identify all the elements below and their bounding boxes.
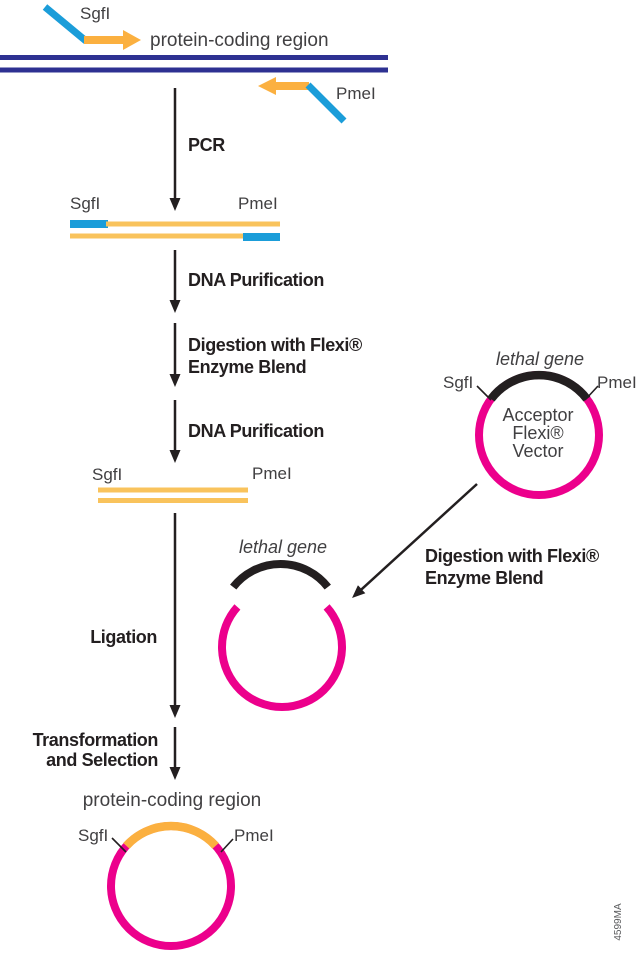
transformation-step-label-line2: and Selection bbox=[46, 750, 158, 770]
acceptor-sgfi-tick bbox=[476, 385, 492, 401]
digested-insert-pmei-label: PmeI bbox=[252, 464, 292, 483]
acceptor-vector-lethal-gene-label: lethal gene bbox=[496, 349, 584, 369]
excised-lethal-gene-arc bbox=[230, 560, 331, 590]
purification2-step-label: DNA Purification bbox=[188, 421, 324, 441]
final-plasmid-pmei-label: PmeI bbox=[234, 826, 274, 845]
vector-digestion-label-line2: Enzyme Blend bbox=[425, 568, 543, 588]
opened-vector-backbone-arc bbox=[218, 604, 346, 711]
final-plasmid-sgfi-tick bbox=[111, 837, 127, 853]
acceptor-vector-name-line2: Flexi® bbox=[512, 423, 563, 443]
pcr-step-label: PCR bbox=[188, 135, 225, 155]
acceptor-flexi-vector: lethal gene SgfI PmeI Acceptor Flexi® Ve… bbox=[443, 349, 637, 499]
acceptor-pmei-tick bbox=[584, 385, 599, 401]
transformation-step-label-line1: Transformation bbox=[33, 730, 158, 750]
genomic-dna-template: SgfI protein-coding region PmeI bbox=[0, 4, 388, 124]
digested-insert: SgfI PmeI bbox=[92, 464, 292, 503]
digested-vector: lethal gene bbox=[218, 537, 346, 711]
acceptor-pmei-label: PmeI bbox=[597, 373, 637, 392]
pcr-product-sgfi-label: SgfI bbox=[70, 194, 100, 213]
final-plasmid-coding-region-label: protein-coding region bbox=[83, 790, 262, 811]
purification1-step-label: DNA Purification bbox=[188, 270, 324, 290]
digested-vector-lethal-gene-label: lethal gene bbox=[239, 537, 327, 557]
forward-primer-arrowhead-icon bbox=[123, 30, 141, 50]
vector-digestion-label-line1: Digestion with Flexi® bbox=[425, 546, 599, 566]
ligation-step-label: Ligation bbox=[90, 627, 157, 647]
forward-primer-overhang bbox=[42, 4, 89, 44]
vector-digestion-arrow bbox=[352, 483, 478, 598]
digestion-step-label-line1: Digestion with Flexi® bbox=[188, 335, 362, 355]
pcr-product-pmei-label: PmeI bbox=[238, 194, 278, 213]
final-plasmid-insert-arc bbox=[123, 821, 219, 849]
digested-insert-sgfi-label: SgfI bbox=[92, 465, 122, 484]
final-plasmid-sgfi-label: SgfI bbox=[78, 826, 108, 845]
pcr-product: SgfI PmeI bbox=[70, 194, 280, 241]
acceptor-vector-name-line3: Vector bbox=[512, 441, 563, 461]
reverse-primer-overhang bbox=[305, 82, 347, 124]
digestion-step-label-line2: Enzyme Blend bbox=[188, 357, 306, 377]
acceptor-vector-lethal-gene-arc bbox=[487, 370, 591, 402]
coding-region-label: protein-coding region bbox=[150, 30, 329, 51]
reverse-primer-site-label: PmeI bbox=[336, 84, 376, 103]
final-plasmid: protein-coding region SgfI PmeI bbox=[78, 790, 274, 950]
forward-primer-site-label: SgfI bbox=[80, 4, 110, 23]
figure-id: 4599MA bbox=[613, 903, 624, 941]
acceptor-sgfi-label: SgfI bbox=[443, 373, 473, 392]
reverse-primer-arrowhead-icon bbox=[258, 77, 276, 95]
final-plasmid-pmei-tick bbox=[220, 838, 234, 853]
acceptor-vector-name-line1: Acceptor bbox=[502, 405, 573, 425]
